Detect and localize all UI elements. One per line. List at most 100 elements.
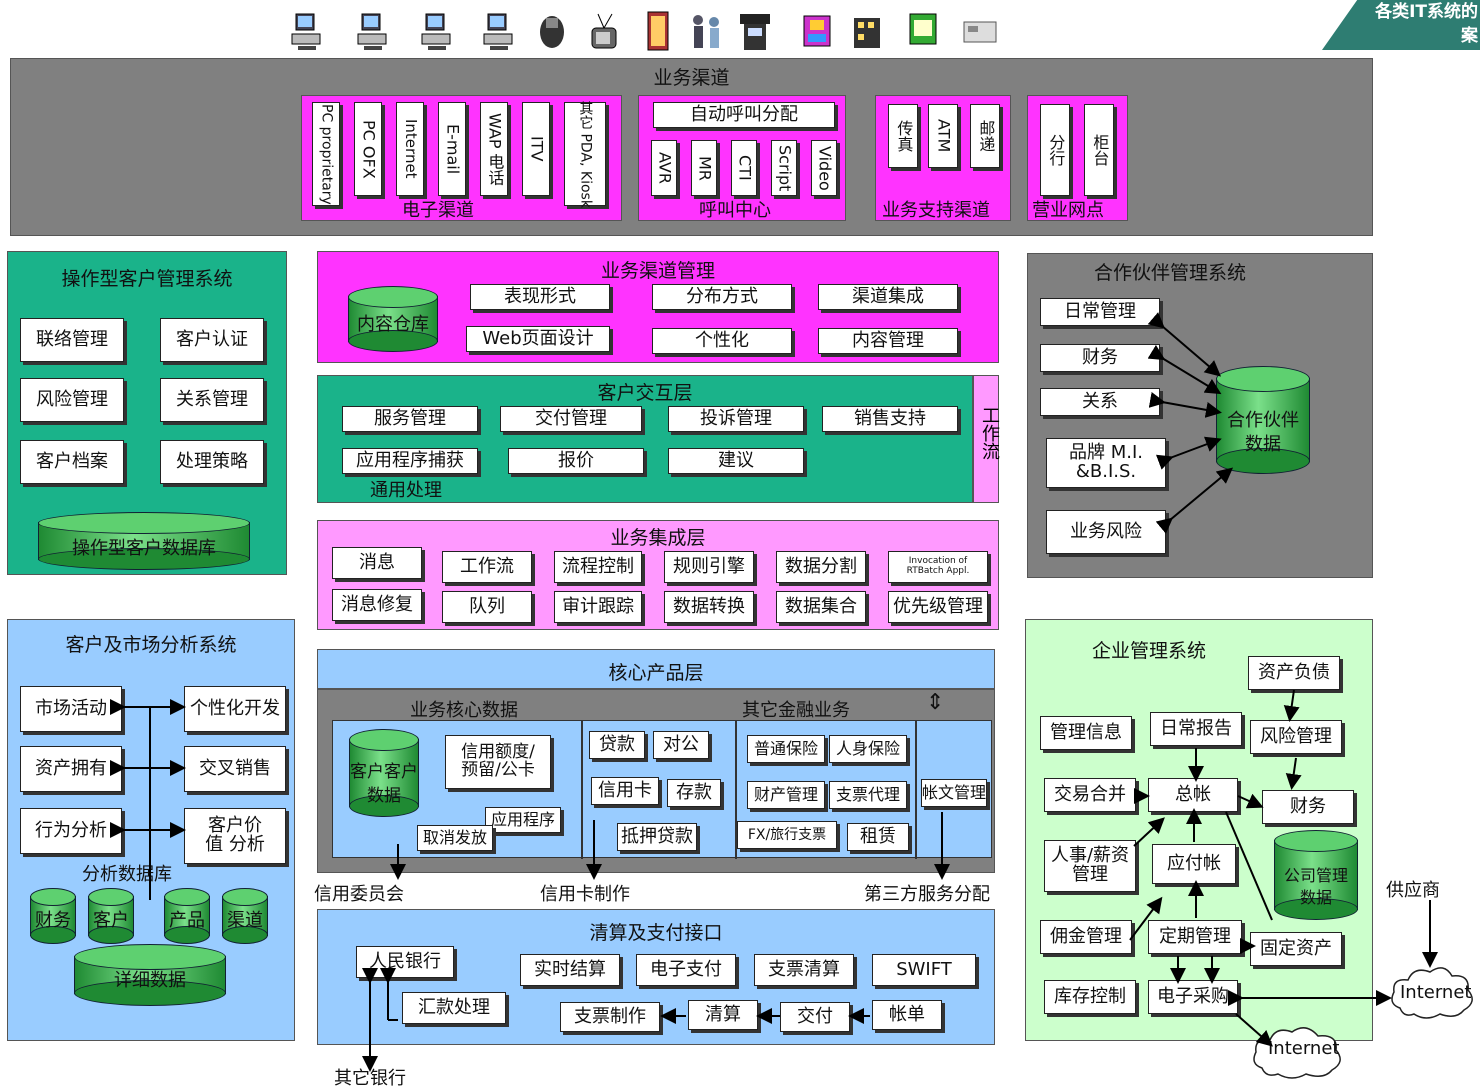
clearing: 清算 (688, 1000, 758, 1030)
management-info: 管理信息 (1040, 716, 1132, 750)
channel-script: Script (771, 140, 797, 196)
quotation: 报价 (508, 448, 644, 474)
detail-data-db: 详细数据 (74, 944, 226, 1006)
priority-management: 优先级管理 (888, 591, 988, 623)
customer-authentication: 客户认证 (160, 318, 264, 362)
presentation-form: 表现形式 (470, 284, 610, 310)
loan: 贷款 (589, 731, 645, 759)
channel-management-title: 业务渠道管理 (318, 256, 998, 283)
partner-data-db: 合作伙伴 数据 (1216, 366, 1310, 474)
db-customer: 客户 (88, 888, 134, 944)
people-icon (688, 10, 724, 52)
tv-icon (588, 10, 624, 52)
call-center-label: 呼叫中心 (699, 196, 771, 222)
workflow-side-bar: 工作流 (973, 375, 999, 503)
relationship-management: 关系管理 (160, 378, 264, 422)
workflow: 工作流 (442, 551, 532, 583)
db-channel: 渠道 (222, 888, 268, 944)
customer-data-db: 客户客户数据 (349, 729, 419, 817)
statement: 帐单 (872, 1000, 942, 1030)
customer-profile: 客户档案 (20, 440, 124, 484)
db-customer-label: 客户 (88, 906, 134, 932)
detail-data-label: 详细数据 (74, 966, 226, 992)
customer-data-line1: 客户客户 (349, 757, 419, 782)
channel-pda-kiosk: 其它 PDA, Kiosk (564, 102, 606, 206)
sales-support: 销售支持 (822, 406, 958, 432)
channel-counter: 柜台 (1084, 104, 1114, 196)
channel-video: Video (811, 140, 837, 196)
asset-holding: 资产拥有 (20, 746, 122, 792)
application-program: 应用程序 (485, 807, 561, 833)
settlement-title: 清算及支付接口 (318, 918, 994, 945)
brand-mibis: 品牌 M.I. &B.I.S. (1046, 438, 1166, 488)
channel-management-panel: 业务渠道管理 内容仓库 表现形式 分布方式 渠道集成 Web页面设计 个性化 内… (317, 251, 999, 363)
interaction-layer-title: 客户交互层 (318, 378, 972, 405)
application-capture: 应用程序捕获 (342, 448, 478, 474)
door-icon (642, 10, 678, 52)
web-page-design: Web页面设计 (466, 326, 610, 352)
queue: 队列 (442, 591, 532, 623)
core-divider-3 (915, 721, 917, 859)
corporate: 对公 (653, 731, 709, 759)
data-transform: 数据转换 (664, 591, 754, 623)
corner-tag-line2: 案 (1322, 24, 1478, 48)
db-product-label: 产品 (164, 906, 210, 932)
enterprise-finance: 财务 (1262, 790, 1354, 824)
core-inner-area: 客户客户数据 信用额度/ 预留/公卡 应用程序 取消发放 贷款 对公 信用卡 存… (332, 720, 992, 858)
partner-finance: 财务 (1040, 344, 1160, 372)
partner-data-line2: 数据 (1216, 430, 1310, 456)
call-center-group: 自动呼叫分配 AVR MR CTI Script Video 呼叫中心 (638, 95, 846, 221)
company-mgmt-line2: 数据 (1274, 884, 1358, 908)
partner-relationship: 关系 (1040, 388, 1160, 416)
fx-travel-check: FX/旅行支票 (737, 821, 837, 849)
service-management: 服务管理 (342, 406, 478, 432)
db-finance: 财务 (30, 888, 76, 944)
business-channels-title: 业务渠道 (11, 63, 1372, 90)
computer-icon (420, 10, 456, 52)
audit-trail: 审计跟踪 (554, 591, 642, 623)
message-repair: 消息修复 (332, 589, 422, 621)
mortgage: 抵押贷款 (617, 823, 697, 851)
rtbatch-invocation: Invocation of RTBatch Appl. (888, 551, 988, 583)
fax-icon (800, 10, 836, 52)
e-procurement: 电子采购 (1148, 980, 1238, 1014)
channel-pc-ofx: PC OFX (354, 102, 382, 196)
electronic-channel-group: PC proprietary PC OFX Internet E-mail WA… (301, 95, 622, 221)
company-mgmt-line1: 公司管理 (1274, 862, 1358, 886)
auto-call-distribution: 自动呼叫分配 (653, 102, 835, 128)
peoples-bank: 人民银行 (356, 946, 454, 978)
channel-avr: AVR (651, 140, 677, 196)
enterprise-risk-management: 风险管理 (1250, 720, 1342, 754)
channel-atm: ATM (928, 104, 958, 168)
data-partition: 数据分割 (776, 551, 866, 583)
internet-label-right: Internet (1400, 982, 1471, 1003)
core-product-panel: 核心产品层 (317, 649, 995, 689)
behavior-analysis: 行为分析 (20, 808, 122, 854)
inventory-control: 库存控制 (1044, 980, 1136, 1014)
hr-payroll: 人事/薪资 管理 (1044, 840, 1136, 892)
proposal: 建议 (668, 448, 804, 474)
account-management: 帐文管理 (921, 779, 987, 807)
check-clearing: 支票清算 (754, 954, 854, 986)
check-agency: 支票代理 (829, 781, 907, 809)
cancel-issuance: 取消发放 (417, 825, 493, 851)
delivery-management: 交付管理 (500, 406, 642, 432)
channel-fax: 传真 (888, 104, 918, 168)
computer-icon (482, 10, 518, 52)
business-core-data-title: 业务核心数据 (410, 696, 518, 722)
general-ledger: 总帐 (1148, 778, 1238, 812)
process-control: 流程控制 (554, 551, 642, 583)
distribution-mode: 分布方式 (652, 284, 792, 310)
partner-management-title: 合作伙伴管理系统 (968, 258, 1372, 285)
customer-data-line2: 数据 (349, 781, 419, 806)
contact-management: 联络管理 (20, 318, 124, 362)
daily-report: 日常报告 (1150, 712, 1242, 746)
partner-data-line1: 合作伙伴 (1216, 406, 1310, 432)
branch-channel-group: 分行 柜台 营业网点 (1027, 95, 1128, 221)
delivery: 交付 (780, 1002, 850, 1032)
fixed-assets: 固定资产 (1250, 932, 1342, 966)
hr-payroll-label: 人事/薪资 管理 (1048, 847, 1132, 885)
message: 消息 (332, 547, 422, 579)
internet-cloud-bottom: Internet (1248, 1022, 1348, 1084)
deposit: 存款 (667, 779, 721, 807)
